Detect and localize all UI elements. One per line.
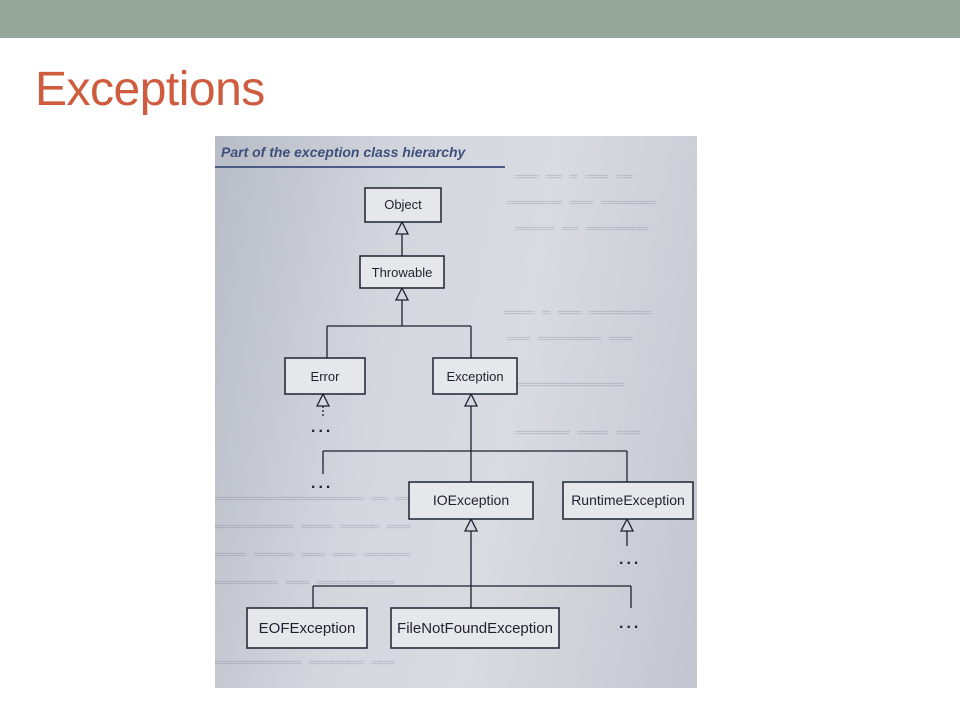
connector-lines	[312, 222, 632, 608]
hierarchy-photo: ═══ ══ ═ ═══ ══ ═══════ ═══ ═══════ ════…	[215, 136, 697, 688]
ghost-text: ═══════ ═══ ═══════	[507, 196, 656, 211]
ghost-text: ═══════════ ═══════ ═══	[215, 656, 396, 671]
ghost-text: ══════════════	[515, 378, 625, 393]
ghost-text: ═══ ══ ═ ═══ ══	[515, 170, 633, 185]
box-error	[284, 357, 366, 395]
box-filenotfoundexception	[390, 607, 560, 649]
arrow-exception	[463, 392, 479, 407]
label-runtimeexception: RuntimeException	[571, 492, 685, 508]
box-eofexception	[246, 607, 368, 649]
inheritance-arrows	[315, 220, 635, 532]
ellipsis-error: ...	[311, 419, 333, 436]
figure-caption: Part of the exception class hierarchy	[221, 144, 466, 160]
arrow-ioexception	[463, 517, 479, 532]
class-boxes	[246, 187, 694, 649]
class-hierarchy-diagram: Object Throwable Error Exception IOExcep…	[246, 187, 694, 649]
box-runtimeexception	[562, 481, 694, 520]
class-labels: Object Throwable Error Exception IOExcep…	[259, 197, 685, 637]
ghost-text: ════ ═ ═══ ════════	[503, 306, 652, 321]
slide-title: Exceptions	[35, 63, 265, 116]
box-exception	[432, 357, 518, 395]
ellipsis-exception: ...	[311, 475, 333, 492]
arrow-runtimeexception	[619, 517, 635, 532]
label-filenotfoundexception: FileNotFoundException	[397, 620, 553, 637]
arrow-throwable	[394, 286, 410, 301]
ghost-text: ══════════ ════ ═════ ═══	[215, 520, 411, 535]
ellipsis-markers: ... ... ... ...	[311, 419, 641, 632]
box-throwable	[359, 255, 445, 289]
ghost-text: ════════ ═══ ══════════	[215, 576, 396, 591]
label-error: Error	[311, 369, 341, 384]
box-object	[364, 187, 442, 223]
ellipsis-runtimeexception: ...	[619, 551, 641, 568]
arrow-error	[315, 392, 331, 407]
ghost-text: ════ ═════ ═══ ═══ ══════	[215, 548, 411, 563]
caption-rule	[215, 166, 505, 168]
label-ioexception: IOException	[433, 492, 509, 508]
label-eofexception: EOFException	[259, 620, 356, 637]
ghost-text: ═══════ ════ ═══	[515, 426, 641, 441]
ghost-text: ═══ ════════ ═══	[507, 332, 633, 347]
box-ioexception	[408, 481, 534, 520]
label-throwable: Throwable	[372, 265, 433, 280]
arrow-object	[394, 220, 410, 235]
ellipsis-ioexception: ...	[619, 615, 641, 632]
label-exception: Exception	[446, 369, 503, 384]
ghost-text: ═════ ══ ════════	[515, 222, 649, 237]
top-bar	[0, 0, 960, 38]
photo-background	[215, 136, 697, 688]
label-object: Object	[384, 197, 422, 212]
ghost-text: ═══════════════════ ══ ═══	[215, 492, 419, 507]
